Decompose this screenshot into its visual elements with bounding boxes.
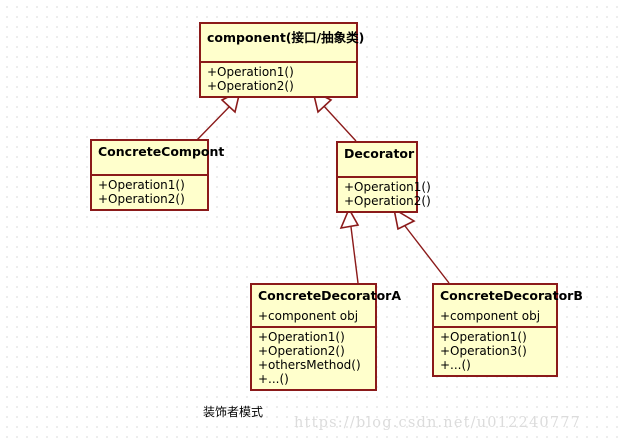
class-box-concrete-decorator-b[interactable]: ConcreteDecoratorB +component obj +Opera… [432, 283, 583, 377]
class-attributes-concrete-decorator-b: +component obj [434, 307, 556, 326]
class-attributes-component [201, 50, 356, 61]
edge-concrete-compont-to-component [195, 89, 242, 142]
class-attributes-decorator [338, 165, 416, 176]
diagram-caption: 装饰者模式 [203, 405, 264, 419]
class-attributes-concrete-compont [92, 163, 207, 174]
class-operations-concrete-compont: +Operation1() +Operation2() [92, 174, 207, 209]
class-title-concrete-compont: ConcreteCompont [98, 144, 225, 159]
class-member: +Operation2() [344, 194, 431, 208]
class-title-component: component(接口/抽象类) [207, 30, 365, 45]
class-member: +othersMethod() [258, 358, 361, 372]
watermark-text: https://blog.csdn.net/u012240777 [294, 415, 582, 431]
class-attributes-concrete-decorator-a: +component obj [252, 307, 375, 326]
class-member: +Operation1() [344, 180, 431, 194]
class-operations-concrete-decorator-b: +Operation1() +Operation3() +...() [434, 326, 556, 375]
class-member: +Operation2() [207, 79, 294, 93]
class-box-concrete-compont[interactable]: ConcreteCompont +Operation1() +Operation… [90, 139, 225, 211]
class-operations-concrete-decorator-a: +Operation1() +Operation2() +othersMetho… [252, 326, 375, 389]
class-box-concrete-decorator-a[interactable]: ConcreteDecoratorA +component obj +Opera… [250, 283, 402, 391]
class-member: +Operation2() [98, 192, 185, 206]
edge-decorator-to-component [311, 89, 357, 142]
class-title-concrete-decorator-b: ConcreteDecoratorB [440, 288, 583, 303]
class-title-decorator: Decorator [344, 146, 415, 161]
class-title-concrete-decorator-a: ConcreteDecoratorA [258, 288, 402, 303]
class-member: +Operation1() [258, 330, 345, 344]
class-member: +Operation1() [207, 65, 294, 79]
edge-concrete-decorator-b-to-decorator [392, 207, 450, 284]
class-member: +Operation1() [440, 330, 527, 344]
edge-concrete-decorator-a-to-decorator [339, 207, 360, 284]
class-box-component[interactable]: component(接口/抽象类) +Operation1() +Operati… [199, 22, 365, 98]
class-member: +component obj [440, 309, 541, 323]
class-member: +Operation2() [258, 344, 345, 358]
class-box-decorator[interactable]: Decorator +Operation1() +Operation2() [336, 141, 431, 213]
class-operations-component: +Operation1() +Operation2() [201, 61, 356, 96]
class-operations-decorator: +Operation1() +Operation2() [338, 176, 431, 211]
class-member: +...() [440, 358, 471, 372]
class-member: +Operation1() [98, 178, 185, 192]
class-member: +...() [258, 372, 289, 386]
class-member: +Operation3() [440, 344, 527, 358]
class-member: +component obj [258, 309, 359, 323]
